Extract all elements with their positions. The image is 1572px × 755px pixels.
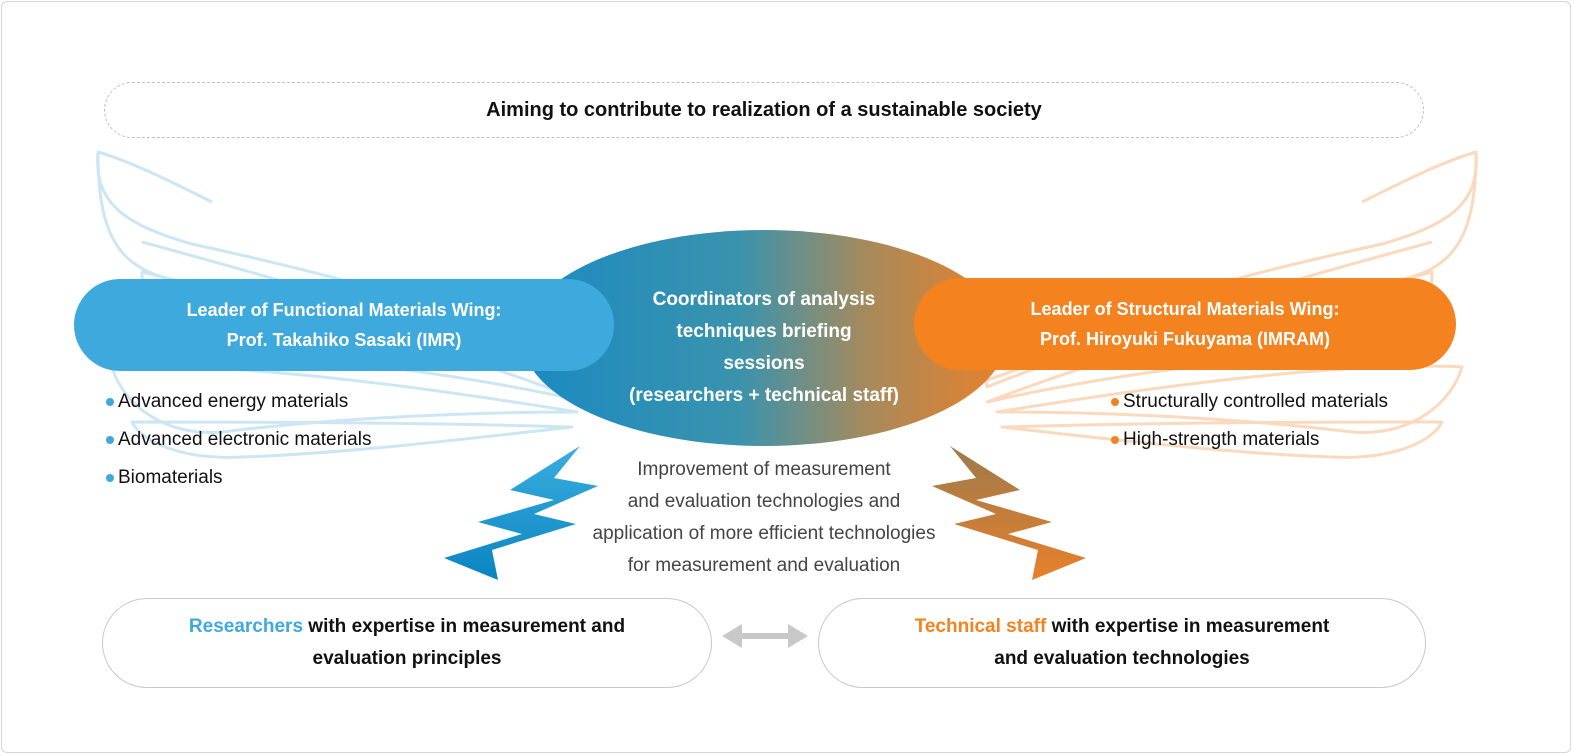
bullet-dot-icon [1111,436,1119,444]
bullet-dot-icon [1111,398,1119,406]
list-item: High-strength materials [1111,421,1388,459]
list-item: Advanced energy materials [106,383,371,421]
coordinators-line: techniques briefing [676,321,852,342]
list-item: Biomaterials [106,459,371,497]
researchers-highlight: Researchers [188,616,304,637]
left-bolt-icon [444,446,598,580]
list-item: Structurally controlled materials [1111,383,1388,421]
improvement-line: application of more efficient technologi… [592,523,936,544]
coordinators-line: Coordinators of analysis [652,289,876,310]
sustainability-goal-banner: Aiming to contribute to realization of a… [104,82,1424,138]
center-ellipse [522,230,1006,446]
functional-wing-leader-name: Prof. Takahiko Sasaki (IMR) [226,330,462,350]
double-arrow-icon [722,624,808,648]
coordinators-label: Coordinators of analysis techniques brie… [574,284,954,412]
improvement-line: Improvement of measurement [637,459,891,480]
technical-staff-box: Technical staff with expertise in measur… [818,598,1426,688]
structural-materials-wing-leader: Leader of Structural Materials Wing: Pro… [914,278,1456,370]
staff-line-2: and evaluation technologies [994,648,1250,669]
right-bolt-icon [932,446,1086,580]
bullet-dot-icon [106,474,114,482]
functional-materials-wing-leader: Leader of Functional Materials Wing: Pro… [74,279,614,371]
researchers-box: Researchers with expertise in measuremen… [102,598,712,688]
functional-materials-list: Advanced energy materials Advanced elect… [106,383,371,497]
staff-line-1: Technical staff with expertise in measur… [914,616,1330,637]
structural-wing-leader-name: Prof. Hiroyuki Fukuyama (IMRAM) [1039,329,1331,349]
list-item: Advanced electronic materials [106,421,371,459]
researchers-line-2: evaluation principles [312,648,502,669]
researchers-line-1: Researchers with expertise in measuremen… [188,616,626,637]
coordinators-line: (researchers + technical staff) [629,385,899,406]
improvement-description: Improvement of measurement and evaluatio… [534,454,994,582]
bullet-dot-icon [106,398,114,406]
bullet-dot-icon [106,436,114,444]
structural-wing-title: Leader of Structural Materials Wing: [1030,299,1340,319]
functional-wing-title: Leader of Functional Materials Wing: [186,300,502,320]
goal-text: Aiming to contribute to realization of a… [486,98,1042,121]
coordinators-line: sessions [723,353,805,374]
staff-highlight: Technical staff [914,616,1047,637]
improvement-line: and evaluation technologies and [627,491,901,512]
structural-materials-list: Structurally controlled materials High-s… [1111,383,1388,459]
improvement-line: for measurement and evaluation [627,555,901,576]
